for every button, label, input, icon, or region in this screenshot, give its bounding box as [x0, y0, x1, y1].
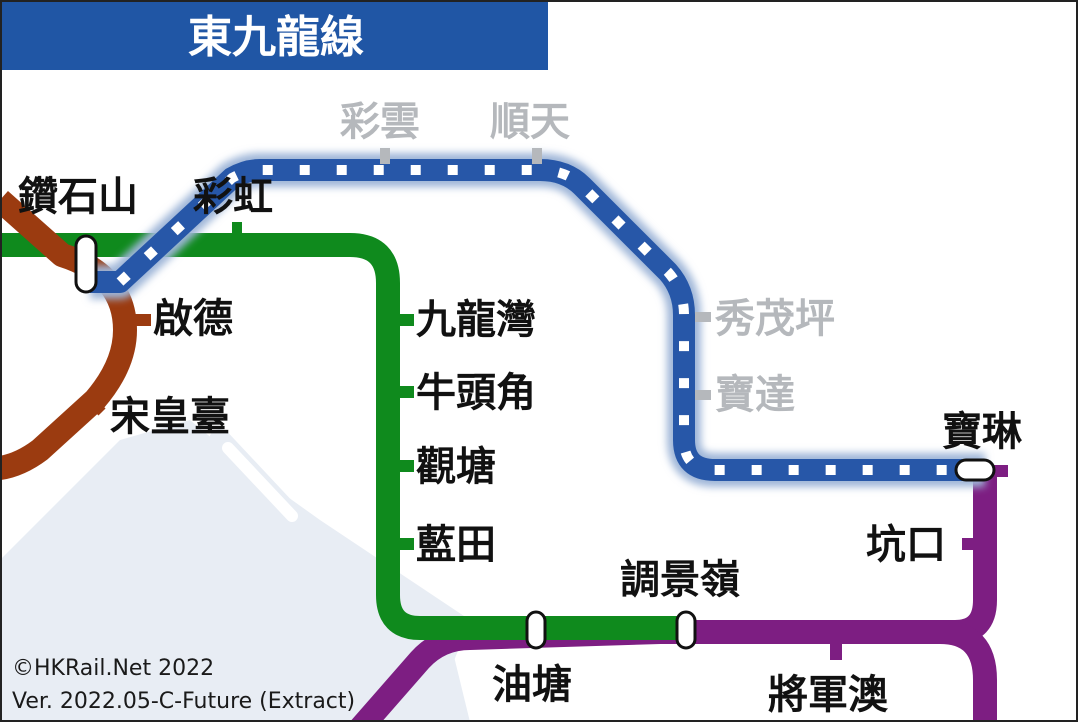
- label-tseung-kwan-o: 將軍澳: [768, 672, 889, 718]
- tick-choi-wan: [380, 148, 390, 164]
- label-choi-hung: 彩虹: [193, 174, 273, 220]
- east-kowloon-line: [90, 153, 985, 487]
- tick-tseung-kwan-o: [830, 644, 842, 660]
- label-shun-tin: 順天: [490, 99, 570, 145]
- version-text: Ver. 2022.05-C-Future (Extract): [12, 689, 355, 714]
- tick-hang-hau: [962, 538, 978, 550]
- title-bar: [0, 0, 548, 70]
- label-kowloon-bay: 九龍灣: [416, 297, 536, 343]
- tick-choi-hung: [232, 222, 242, 238]
- label-kai-tak: 啟德: [153, 296, 233, 342]
- interchange-po-lam: [954, 458, 996, 482]
- label-lam-tin: 藍田: [416, 522, 496, 568]
- label-ngau-tau-kok: 牛頭角: [416, 370, 536, 416]
- label-po-tat: 寶達: [715, 372, 795, 418]
- kwun-tong-line: [0, 233, 690, 640]
- label-yau-tong: 油塘: [492, 662, 572, 708]
- copyright-text: ©HKRail.Net 2022: [12, 656, 214, 681]
- interchange-yau-tong: [525, 610, 547, 650]
- label-hang-hau: 坑口: [866, 522, 946, 568]
- map-title: 東九龍線: [188, 12, 364, 63]
- label-kwun-tong: 觀塘: [416, 444, 496, 490]
- tick-kai-tak: [135, 314, 151, 326]
- tick-sau-mau-ping: [695, 312, 711, 322]
- interchanges: [74, 234, 996, 650]
- label-choi-wan: 彩雲: [340, 99, 420, 145]
- station-labels: 鑽石山 彩虹 彩雲 順天 秀茂坪 寶達 寶琳 坑口 啟德 宋皇臺 九龍灣 牛頭角…: [18, 99, 1023, 718]
- label-sung-wong-toi: 宋皇臺: [110, 394, 230, 440]
- interchange-tiu-keng-leng: [675, 610, 697, 650]
- station-ticks: [84, 148, 1008, 660]
- tick-lam-tin: [398, 538, 414, 550]
- tick-po-tat: [695, 390, 711, 400]
- tick-kwun-tong: [398, 460, 414, 472]
- label-po-lam: 寶琳: [942, 409, 1023, 455]
- label-diamond-hill: 鑽石山: [18, 174, 138, 220]
- label-sau-mau-ping: 秀茂坪: [714, 296, 835, 342]
- tick-shun-tin: [532, 148, 542, 164]
- tick-sung-wong-toi: [84, 394, 106, 416]
- interchange-diamond-hill: [74, 234, 98, 294]
- label-tiu-keng-leng: 調景嶺: [620, 557, 740, 603]
- tick-kowloon-bay: [398, 314, 414, 326]
- tick-ngau-tau-kok: [398, 386, 414, 398]
